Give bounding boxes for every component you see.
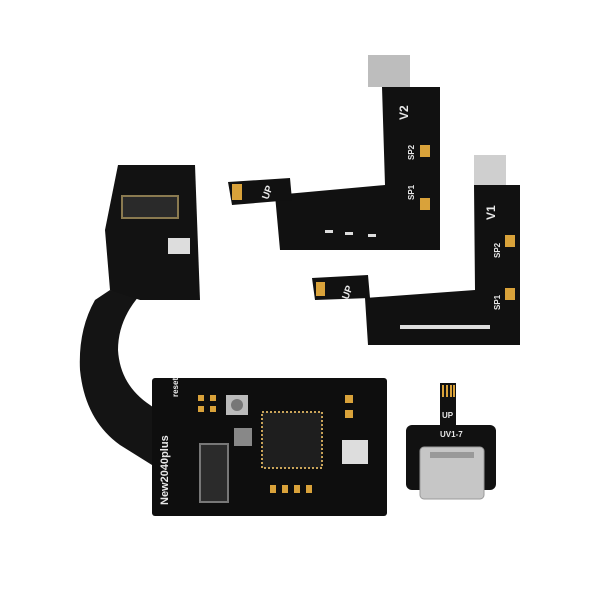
small-connector — [168, 238, 190, 254]
button-cap — [231, 399, 243, 411]
connector-flex — [105, 165, 200, 300]
v1-version-label: V1 — [484, 205, 498, 220]
usb-c-connector — [419, 446, 485, 500]
v2-sp1-label: SP1 — [407, 184, 416, 200]
v1-up-label: UP — [340, 284, 355, 301]
up-tab — [312, 275, 370, 300]
v2-sp2-label: SP2 — [407, 144, 416, 160]
v2-up-label: UP — [260, 184, 275, 201]
v1-sp2-label: SP2 — [493, 242, 502, 258]
mcu-chip — [261, 411, 323, 469]
shield-chip — [474, 155, 506, 185]
usb-c-board: UP UV1-7 — [406, 383, 496, 500]
v2-flex-cable: UP V2 SP2 SP1 — [228, 55, 440, 250]
ffc-connector — [199, 443, 229, 503]
model-label: New2040plus — [159, 435, 171, 505]
reset-label: reset — [171, 378, 180, 397]
side-connector — [342, 440, 368, 464]
gold-pads — [198, 395, 353, 493]
v1-sp1-label: SP1 — [493, 294, 502, 310]
usb-model-label: UV1-7 — [440, 430, 463, 439]
up-tab — [228, 178, 292, 205]
board-connector — [121, 195, 179, 219]
v2-version-label: V2 — [397, 105, 411, 120]
main-modchip-board: reset New2040plus — [79, 165, 387, 516]
shield-chip — [368, 55, 410, 87]
flash-chip — [234, 428, 252, 446]
v1-flex-cable: UP V1 SP2 SP1 — [312, 155, 520, 345]
usb-up-label: UP — [442, 411, 454, 420]
